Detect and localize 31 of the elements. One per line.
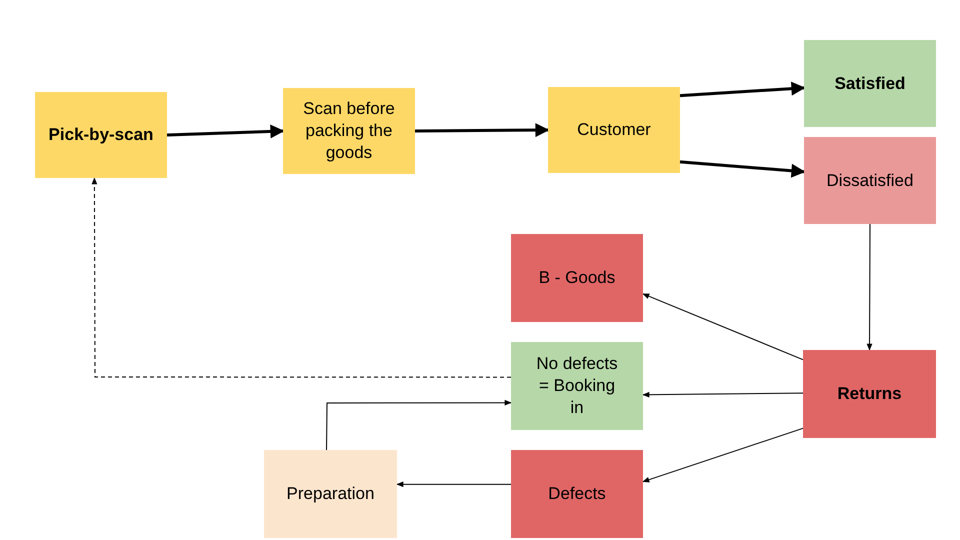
process-box	[35, 92, 167, 178]
arrow	[166, 124, 284, 138]
process-box	[283, 88, 415, 174]
box-text: Preparation	[286, 483, 374, 505]
arrow	[414, 123, 550, 138]
box-text: Returns	[837, 383, 902, 405]
arrow	[326, 400, 512, 450]
box-text: Pick-by-scan	[48, 124, 154, 146]
arrow	[680, 82, 806, 98]
box-text: B - Goods	[538, 267, 616, 289]
box-text: Defects	[548, 483, 606, 505]
box-text: Satisfied	[834, 72, 906, 94]
box-text: Dissatisfied	[826, 170, 914, 192]
arrow	[642, 392, 804, 398]
box-text: No defects = Booking in	[535, 353, 619, 419]
process-box	[511, 450, 643, 538]
process-box	[511, 342, 643, 430]
process-box	[548, 87, 680, 173]
arrow	[680, 160, 806, 178]
arrow	[642, 293, 804, 360]
process-box	[803, 350, 936, 438]
arrow	[396, 482, 512, 488]
process-box	[804, 137, 936, 224]
process-box	[804, 40, 936, 127]
arrow	[92, 177, 512, 378]
box-text: Customer	[577, 119, 651, 141]
process-box	[511, 234, 643, 322]
arrow	[642, 428, 804, 482]
arrow	[866, 224, 872, 351]
box-text: Scan before packing the goods	[302, 98, 396, 164]
process-box	[264, 450, 397, 538]
